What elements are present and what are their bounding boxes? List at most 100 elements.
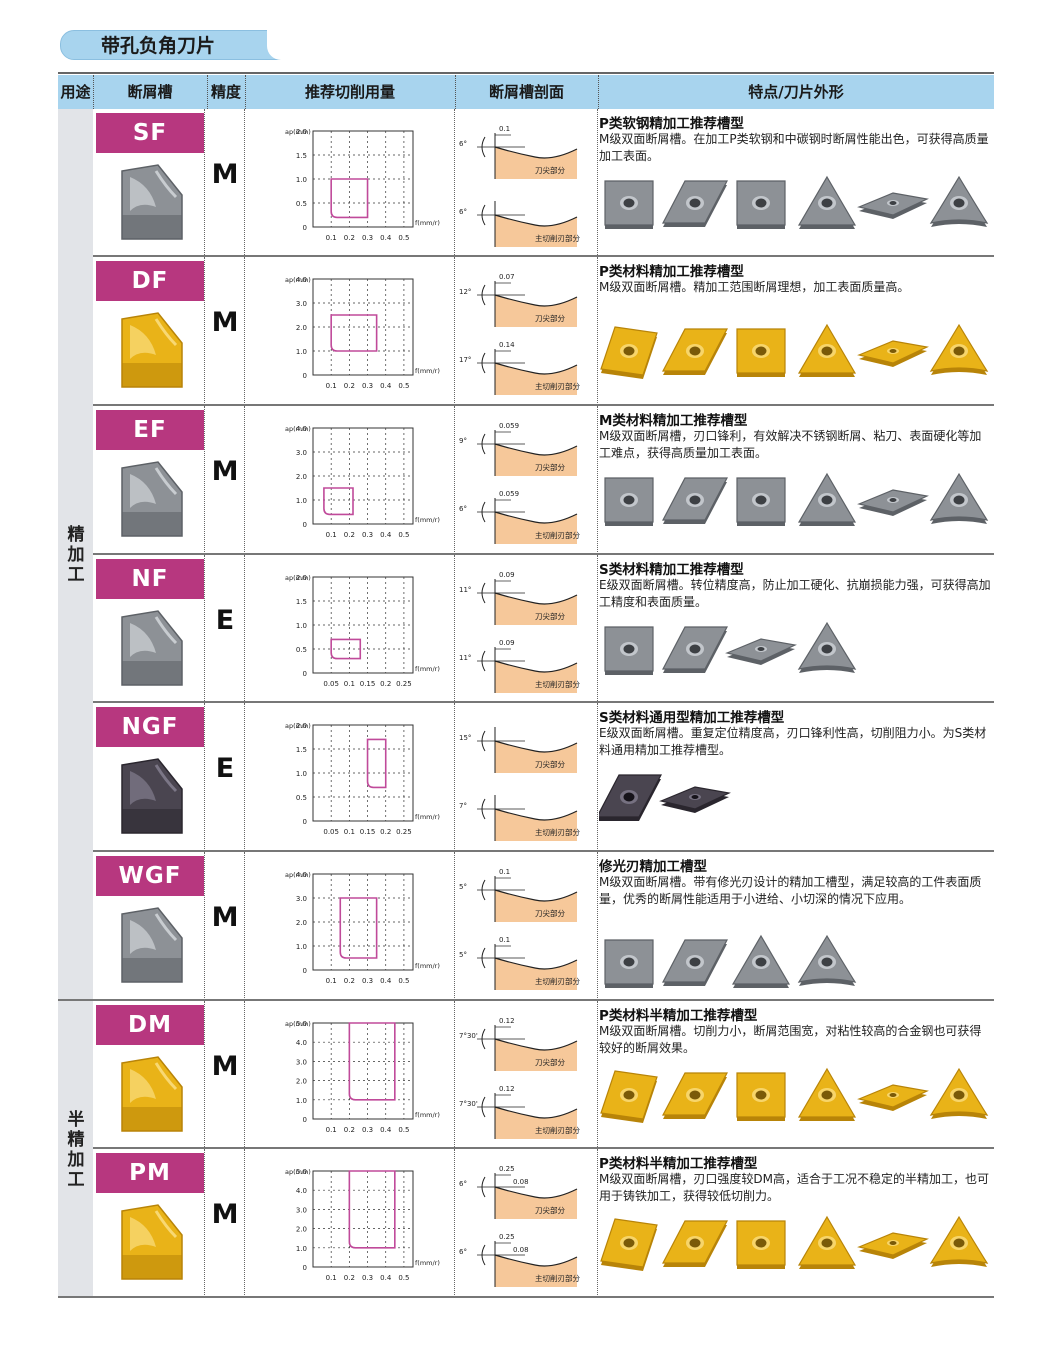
insert-triangle [797, 472, 857, 526]
precision-grade: M [211, 159, 239, 190]
x-tick-label: 0.2 [344, 382, 355, 390]
insert-trigon [929, 472, 989, 524]
insert-rhombus-thin [659, 786, 731, 813]
section-part-label: 主切削刃部分 [535, 976, 580, 986]
y-tick-label: 3.0 [296, 1206, 307, 1214]
precision-grade: E [215, 753, 235, 784]
section-part-label: 刀尖部分 [535, 611, 565, 621]
insert-rhombus [600, 1218, 658, 1271]
precision-grade: M [211, 307, 239, 338]
insert-shapes [599, 930, 991, 998]
land-width-label: 0.12 [499, 1085, 515, 1093]
x-axis-label: f(mm/r) [415, 962, 440, 970]
y-axis-label: ap(mm) [285, 1168, 311, 1176]
recommended-range [323, 487, 354, 516]
insert-trigon [797, 621, 857, 673]
y-axis-label: ap(mm) [285, 574, 311, 582]
chipbreaker-shape-image [96, 303, 204, 399]
row-divider [93, 553, 994, 555]
insert-rhombus-thin [857, 192, 929, 219]
x-tick-label: 0.25 [396, 680, 412, 688]
y-tick-label: 1.0 [296, 348, 307, 356]
y-tick-label: 1.5 [296, 746, 307, 754]
insert-trigon [797, 934, 857, 986]
x-axis-label: f(mm/r) [415, 1111, 440, 1119]
rake-angle-label: 6° [459, 505, 467, 513]
y-tick-label: 0 [303, 1264, 307, 1272]
insert-square [604, 626, 654, 675]
precision-grade: M [211, 1051, 239, 1082]
y-tick-label: 0.5 [296, 794, 307, 802]
x-tick-label: 0.1 [326, 382, 337, 390]
insert-shapes [599, 1211, 991, 1279]
feature-description: M级双面断屑槽。在加工P类软钢和中碳钢时断屑性能出色，可获得高质量加工表面。 [599, 132, 989, 163]
rake-angle-label: 7°30' [459, 1100, 478, 1108]
header-chipbreaker: 断屑槽 [127, 83, 173, 101]
insert-shapes [599, 1063, 991, 1131]
bottom-rule [58, 1296, 994, 1298]
insert-shapes [599, 171, 991, 239]
x-tick-label: 0.15 [360, 680, 376, 688]
usage-group-semifinishing [58, 1001, 93, 1296]
y-tick-label: 2.0 [296, 324, 307, 332]
feature-description: E级双面断屑槽。转位精度高，防止加工硬化、抗崩损能力强，可获得高加工精度和表面质… [599, 578, 991, 609]
insert-trigon [929, 323, 989, 375]
y-axis-label: ap(mm) [285, 722, 311, 730]
section-part-label: 刀尖部分 [535, 313, 565, 323]
insert-rhombus-flat [662, 1220, 728, 1267]
x-tick-label: 0.5 [398, 977, 409, 985]
chipbreaker-shape-image [96, 898, 204, 994]
x-tick-label: 0.05 [323, 828, 339, 836]
y-tick-label: 2.0 [296, 1226, 307, 1234]
header-cutting: 推荐切削用量 [304, 83, 395, 101]
y-tick-label: 0 [303, 1116, 307, 1124]
row-divider [93, 1147, 994, 1149]
insert-square [736, 180, 786, 229]
y-tick-label: 2.0 [296, 722, 307, 730]
section-part-label: 刀尖部分 [535, 1205, 565, 1215]
usage-label-finishing: 精加工 [62, 525, 90, 585]
feature-description: M级双面断屑槽。切削力小，断屑范围宽，对粘性较高的合金钢也可获得较好的断屑效果。 [599, 1024, 982, 1055]
insert-shapes [599, 468, 991, 536]
recommended-range [348, 1022, 396, 1101]
x-tick-label: 0.1 [344, 828, 355, 836]
chipbreaker-shape-image [96, 601, 204, 697]
feature-title: S类材料精加工推荐槽型 [599, 562, 744, 578]
feature-title: 修光刃精加工槽型 [599, 859, 707, 875]
insert-triangle [797, 175, 857, 229]
feature-description: M级双面断屑槽。精加工范围断屑理想，加工表面质量高。 [599, 280, 910, 294]
header-section: 断屑槽剖面 [488, 83, 564, 101]
insert-triangle [797, 323, 857, 377]
insert-square [736, 477, 786, 526]
insert-rhombus-thin [725, 638, 797, 665]
x-tick-label: 0.2 [344, 234, 355, 242]
usage-text: 半精加工 [67, 1110, 85, 1190]
x-axis-label: f(mm/r) [415, 1259, 440, 1267]
x-tick-label: 0.5 [398, 1274, 409, 1282]
x-tick-label: 0.2 [380, 680, 391, 688]
y-tick-label: 2.0 [296, 473, 307, 481]
insert-triangle [797, 1067, 857, 1121]
x-tick-label: 0.5 [398, 234, 409, 242]
y-axis-label: ap(mm) [285, 871, 311, 879]
rake-angle-label: 11° [459, 654, 471, 662]
y-tick-label: 3.0 [296, 895, 307, 903]
x-tick-label: 0.4 [380, 1126, 392, 1134]
insert-triangle [797, 1215, 857, 1269]
insert-square [604, 477, 654, 526]
x-tick-label: 0.3 [362, 382, 373, 390]
y-tick-label: 1.5 [296, 598, 307, 606]
chipbreaker-shape-image [96, 1195, 204, 1291]
y-tick-label: 1.0 [296, 1245, 307, 1253]
x-tick-label: 0.2 [344, 1274, 355, 1282]
chipbreaker-shape-image [96, 1047, 204, 1143]
y-tick-label: 0 [303, 818, 307, 826]
chipbreaker-code: DM [96, 1005, 204, 1045]
land-width-label: 0.09 [499, 639, 515, 647]
